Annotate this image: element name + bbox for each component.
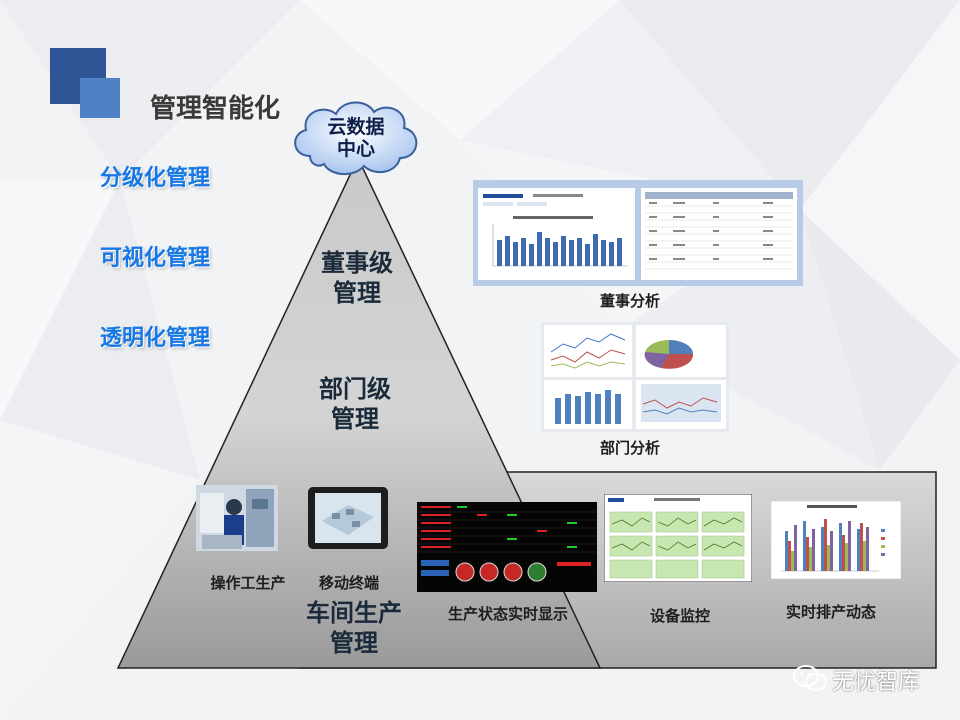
- dept-analysis-image: [541, 322, 729, 432]
- tier-dept: 部门级 管理: [298, 374, 412, 434]
- tier-board: 董事级 管理: [300, 248, 414, 308]
- cloud-label-line2: 中心: [336, 138, 375, 160]
- caption-scheduling: 实时排产动态: [785, 603, 876, 621]
- tier-workshop: 车间生产 管理: [290, 598, 418, 658]
- operator-photo: [196, 485, 278, 551]
- board-analysis-image: [473, 180, 803, 286]
- realtime-status-image: [417, 502, 597, 592]
- caption-board-analysis: 董事分析: [599, 292, 660, 310]
- label-tiered-management: 分级化管理: [100, 166, 211, 191]
- caption-operator: 操作工生产: [210, 574, 286, 592]
- tier-workshop-line1: 车间生产: [306, 599, 402, 627]
- label-transparent-management: 透明化管理: [100, 326, 211, 351]
- page-title: 管理智能化: [150, 94, 281, 124]
- cloud-icon: [294, 101, 418, 175]
- wechat-icon: [793, 665, 827, 691]
- watermark-text: 无忧智库: [832, 670, 921, 695]
- cloud-label: 云数据 中心: [302, 116, 410, 160]
- caption-realtime-status: 生产状态实时显示: [447, 605, 568, 623]
- caption-dept-analysis: 部门分析: [599, 439, 660, 457]
- title-square-light: [80, 78, 120, 118]
- scheduling-chart-image: [771, 501, 901, 579]
- tier-board-line1: 董事级: [321, 249, 393, 277]
- tier-board-line2: 管理: [333, 279, 381, 307]
- tier-dept-line1: 部门级: [319, 375, 391, 403]
- cloud-label-line1: 云数据: [327, 116, 385, 138]
- caption-equipment: 设备监控: [649, 607, 710, 625]
- tier-dept-line2: 管理: [331, 405, 379, 433]
- tier-workshop-line2: 管理: [330, 629, 378, 657]
- tablet-icon: [308, 487, 388, 549]
- caption-mobile: 移动终端: [318, 574, 379, 592]
- label-visual-management: 可视化管理: [100, 246, 211, 271]
- equipment-monitor-image: [604, 494, 752, 582]
